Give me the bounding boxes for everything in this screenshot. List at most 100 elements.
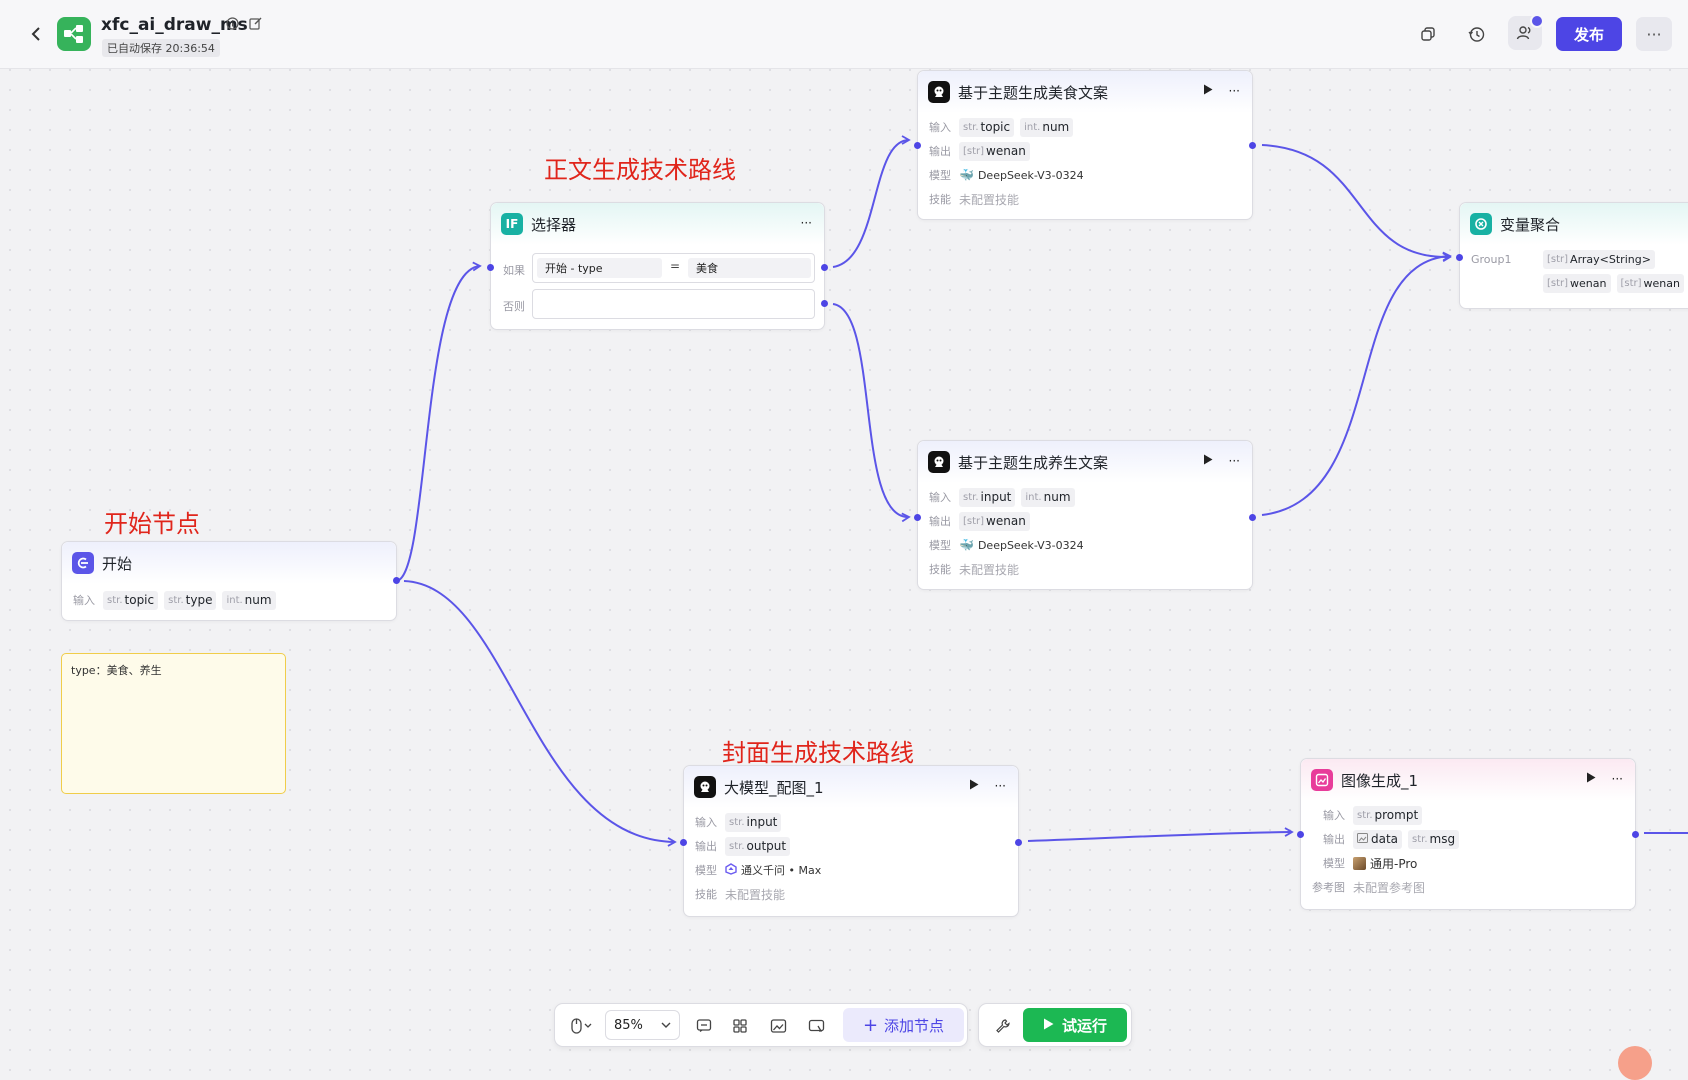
minimap-button[interactable] — [765, 1014, 791, 1038]
output-port[interactable] — [393, 577, 400, 584]
input-port[interactable] — [1297, 831, 1304, 838]
node-health-title: 基于主题生成养生文案 — [958, 453, 1109, 472]
image-gen-icon — [1311, 769, 1333, 791]
if-label: 如果 — [503, 264, 525, 277]
condition-right-operand[interactable]: 美食 — [688, 258, 811, 278]
node-food-copywriting[interactable]: 基于主题生成美食文案 ··· 输入 str.topic int.num 输出 [… — [914, 70, 1256, 220]
edge-selector-to-food — [832, 135, 911, 268]
skill-value: 未配置技能 — [959, 192, 1020, 207]
info-icon[interactable] — [226, 17, 239, 34]
top-bar: xfc_ai_draw_ms 已自动保存 20:36:54 发布 ··· — [0, 0, 1688, 69]
input-port[interactable] — [1456, 254, 1463, 261]
input-port[interactable] — [680, 839, 687, 846]
node-variable-aggregate[interactable]: 变量聚合 Group1 [str]Array<String> [str]wena… — [1456, 202, 1688, 309]
else-output-port[interactable] — [821, 300, 828, 307]
collaborators-button[interactable] — [1508, 14, 1544, 50]
more-horizontal-icon[interactable]: ··· — [1228, 454, 1240, 468]
more-horizontal-icon[interactable]: ··· — [800, 216, 812, 230]
ref-image-label: 参考图 — [1312, 881, 1345, 894]
condition-row[interactable]: 开始 - type = 美食 — [532, 253, 815, 283]
output-port[interactable] — [1015, 839, 1022, 846]
param-chip: data — [1353, 829, 1403, 849]
input-port[interactable] — [914, 514, 921, 521]
more-horizontal-icon[interactable]: ··· — [1611, 772, 1623, 786]
node-llm-image[interactable]: 大模型_配图_1 ··· 输入 str.input 输出 str.output … — [680, 765, 1022, 917]
model-name: 通义千问 • Max — [741, 864, 822, 877]
param-chip: [str]wenan — [1543, 273, 1611, 293]
param-chip: [str]wenan — [959, 511, 1030, 531]
play-icon[interactable] — [1203, 84, 1213, 98]
model-avatar-icon — [1353, 856, 1366, 870]
comment-icon — [696, 1019, 712, 1033]
app-title: xfc_ai_draw_ms — [101, 15, 248, 35]
comment-button[interactable] — [691, 1014, 717, 1038]
edit-icon[interactable] — [249, 17, 262, 34]
zoom-value: 85% — [614, 1017, 643, 1033]
model-name: 通用-Pro — [1370, 856, 1418, 871]
param-chip: str.prompt — [1353, 805, 1423, 825]
notification-dot — [1530, 14, 1544, 28]
param-chip: [str]Array<String> — [1543, 249, 1655, 269]
node-health-copywriting[interactable]: 基于主题生成养生文案 ··· 输入 str.input int.num 输出 [… — [914, 440, 1256, 590]
pointer-mode-button[interactable] — [567, 1014, 597, 1038]
output-label: 输出 — [695, 840, 717, 853]
llm-icon — [928, 81, 950, 103]
add-node-label: 添加节点 — [884, 1016, 945, 1035]
history-icon[interactable] — [1464, 22, 1488, 46]
back-button[interactable] — [22, 20, 50, 48]
node-image-gen[interactable]: 图像生成_1 ··· 输入 str.prompt 输出 data str.msg… — [1297, 758, 1639, 910]
input-port[interactable] — [487, 264, 494, 271]
condition-operator[interactable]: = — [670, 259, 681, 273]
copy-icon[interactable] — [1416, 22, 1440, 46]
deepseek-whale-icon: 🐳 — [959, 168, 974, 182]
output-label: 输出 — [929, 515, 951, 528]
assistant-avatar[interactable] — [1618, 1046, 1652, 1080]
input-label: 输入 — [929, 491, 951, 504]
model-label: 模型 — [695, 864, 717, 877]
param-chip: str.type — [164, 590, 217, 610]
node-selector[interactable]: IF 选择器 ··· 如果 开始 - type = 美食 否则 — [487, 202, 828, 330]
fit-view-button[interactable] — [803, 1014, 829, 1038]
group-label: Group1 — [1471, 252, 1512, 266]
test-run-button[interactable]: 试运行 — [1023, 1008, 1127, 1042]
autosave-status: 已自动保存 20:36:54 — [102, 39, 220, 57]
node-start[interactable]: 开始 输入 str.topic str.type int.num — [61, 541, 400, 621]
param-chip: int.num — [222, 590, 276, 610]
else-row[interactable] — [532, 289, 815, 319]
sticky-note[interactable]: type：美食、养生 — [61, 653, 286, 794]
add-node-button[interactable]: + 添加节点 — [843, 1008, 964, 1042]
output-port[interactable] — [1249, 142, 1256, 149]
input-label: 输入 — [73, 594, 95, 607]
plus-icon: + — [862, 1014, 879, 1036]
more-horizontal-icon[interactable]: ··· — [994, 779, 1006, 793]
chevron-left-icon — [31, 27, 40, 41]
condition-left-operand[interactable]: 开始 - type — [537, 258, 662, 278]
debug-settings-button[interactable] — [991, 1014, 1015, 1038]
annotation-start-node: 开始节点 — [104, 510, 200, 538]
chevron-down-icon — [660, 1019, 672, 1035]
more-options-button[interactable]: ··· — [1636, 17, 1672, 51]
play-icon[interactable] — [969, 779, 979, 793]
llm-icon — [694, 776, 716, 798]
else-label: 否则 — [503, 300, 525, 313]
node-food-title: 基于主题生成美食文案 — [958, 83, 1109, 102]
play-icon[interactable] — [1203, 454, 1213, 468]
if-output-port[interactable] — [821, 264, 828, 271]
model-label: 模型 — [929, 169, 951, 182]
canvas-toolbar: 85% + 添加节点 — [554, 1003, 968, 1047]
publish-button[interactable]: 发布 — [1556, 17, 1622, 51]
zoom-select[interactable]: 85% — [605, 1010, 680, 1040]
edge-selector-to-health — [832, 303, 911, 523]
param-chip: str.msg — [1408, 829, 1460, 849]
auto-layout-button[interactable] — [727, 1014, 753, 1038]
output-port[interactable] — [1632, 831, 1639, 838]
input-port[interactable] — [914, 142, 921, 149]
ref-image-value: 未配置参考图 — [1353, 880, 1426, 895]
more-horizontal-icon[interactable]: ··· — [1228, 84, 1240, 98]
param-chip: [str]wenan — [959, 141, 1030, 161]
play-icon[interactable] — [1586, 772, 1596, 786]
output-label: 输出 — [1323, 833, 1345, 846]
node-image-gen-title: 图像生成_1 — [1341, 771, 1419, 790]
output-port[interactable] — [1249, 514, 1256, 521]
